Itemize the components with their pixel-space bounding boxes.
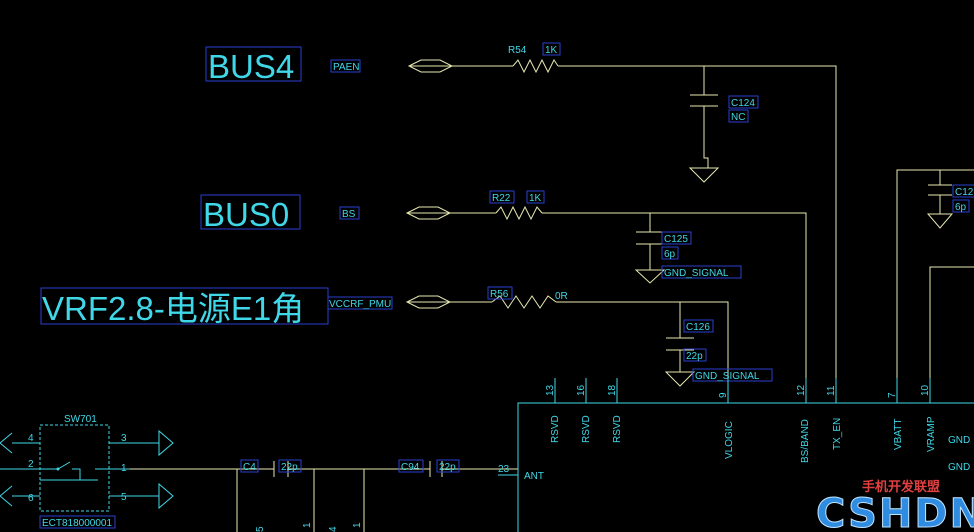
watermark-en: CSHDN [816, 491, 974, 532]
ic-pin-stubs [554, 378, 931, 403]
svg-text:10: 10 [920, 384, 931, 396]
ground-symbol [634, 269, 666, 284]
capacitor-c12[interactable]: C12 6p [928, 184, 974, 213]
svg-text:1K: 1K [545, 45, 558, 56]
ic-body[interactable] [517, 402, 974, 532]
resistor-r56[interactable]: R56 0R [487, 286, 568, 309]
svg-text:R22: R22 [492, 193, 511, 204]
svg-text:R56: R56 [490, 289, 509, 300]
ground-symbol [664, 371, 696, 387]
gnd-signal-label: GND_SIGNAL [664, 268, 729, 279]
svg-text:22p: 22p [281, 462, 298, 473]
svg-text:C4: C4 [243, 462, 256, 473]
offpage-connector-vccrf [405, 295, 452, 309]
svg-text:13: 13 [545, 384, 556, 396]
ic-pin-numbers: 13 16 18 9 12 11 7 10 [545, 384, 931, 398]
svg-text:VBATT: VBATT [893, 419, 904, 450]
watermark-cn: 手机开发联盟 [862, 479, 940, 495]
svg-text:18: 18 [607, 384, 618, 396]
switch-sw701[interactable]: SW701 ECT818000001 4 3 2 1 6 5 [0, 414, 174, 529]
svg-text:3: 3 [121, 433, 127, 444]
svg-text:4: 4 [28, 433, 34, 444]
offpage-connector-bs [405, 206, 452, 220]
ground-symbol [688, 167, 720, 183]
svg-text:23: 23 [498, 464, 510, 475]
svg-text:RSVD: RSVD [612, 415, 623, 443]
svg-text:C125: C125 [664, 234, 688, 245]
svg-text:16: 16 [576, 384, 587, 396]
gnd-pin-label: GND [948, 462, 970, 473]
svg-text:11: 11 [826, 385, 837, 396]
ic-pin-ant[interactable]: 23 ANT [498, 464, 544, 482]
svg-text:BS/BAND: BS/BAND [800, 419, 811, 463]
svg-text:6p: 6p [955, 202, 967, 213]
svg-text:RSVD: RSVD [550, 415, 561, 443]
svg-text:C94: C94 [401, 462, 420, 473]
svg-text:R54: R54 [508, 45, 527, 56]
wires [129, 65, 974, 532]
svg-text:C124: C124 [731, 98, 755, 109]
svg-text:ANT: ANT [524, 471, 544, 482]
svg-text:C126: C126 [686, 322, 710, 333]
capacitor-c124[interactable]: C124 NC [690, 94, 759, 123]
bottom-pin: 4 [328, 526, 339, 532]
net-label-vrf28[interactable]: VRF2.8-电源E1角 [40, 287, 329, 327]
net-label-text: BUS0 [203, 196, 289, 233]
net-label-text: VRF2.8-电源E1角 [42, 290, 304, 327]
svg-text:5: 5 [121, 492, 127, 503]
capacitor-c4[interactable]: C4 22p [240, 459, 302, 477]
svg-text:22p: 22p [686, 351, 703, 362]
net-label-bus4[interactable]: BUS4 [205, 46, 302, 85]
svg-text:2: 2 [28, 459, 34, 470]
svg-text:ECT818000001: ECT818000001 [42, 518, 112, 529]
bottom-pin: 1 [352, 522, 363, 528]
net-label-bus0[interactable]: BUS0 [200, 194, 301, 233]
svg-text:1K: 1K [529, 193, 542, 204]
svg-text:VLOGIC: VLOGIC [724, 421, 735, 459]
svg-text:0R: 0R [555, 291, 568, 302]
bottom-pin: 1 [302, 522, 313, 528]
resistor-r54[interactable]: R54 1K [508, 42, 561, 74]
ic-pin-names: RSVD RSVD RSVD VLOGIC BS/BAND TX_EN VBAT… [550, 415, 937, 463]
svg-text:1: 1 [121, 463, 127, 474]
svg-text:6: 6 [28, 493, 34, 504]
svg-text:9: 9 [718, 392, 729, 398]
svg-text:7: 7 [887, 392, 898, 398]
port-vccrf-pmu: VCCRF_PMU [329, 299, 391, 310]
svg-text:6p: 6p [664, 249, 676, 260]
svg-text:C12: C12 [955, 187, 974, 198]
capacitor-c94[interactable]: C94 22p [398, 459, 460, 477]
svg-text:12: 12 [796, 384, 807, 396]
capacitor-c126[interactable]: C126 22p [666, 319, 714, 362]
net-label-text: BUS4 [208, 48, 294, 85]
port-bs: BS [342, 209, 356, 220]
resistor-r22[interactable]: R22 1K [489, 190, 545, 221]
svg-text:TX_EN: TX_EN [832, 418, 843, 450]
svg-text:RSVD: RSVD [581, 415, 592, 443]
svg-text:NC: NC [731, 112, 745, 123]
bottom-pin: 5 [255, 526, 266, 532]
svg-text:SW701: SW701 [64, 414, 97, 425]
ground-symbol [926, 213, 954, 229]
offpage-connector-paen [407, 59, 454, 73]
svg-text:22p: 22p [439, 462, 456, 473]
port-paen: PAEN [333, 62, 360, 73]
watermark-logo: 手机开发联盟 CSHDN [816, 479, 974, 532]
gnd-pin-label: GND [948, 435, 970, 446]
svg-text:VRAMP: VRAMP [926, 416, 937, 452]
capacitor-c125[interactable]: C125 6p [636, 231, 692, 260]
gnd-signal-label: GND_SIGNAL [695, 371, 760, 382]
